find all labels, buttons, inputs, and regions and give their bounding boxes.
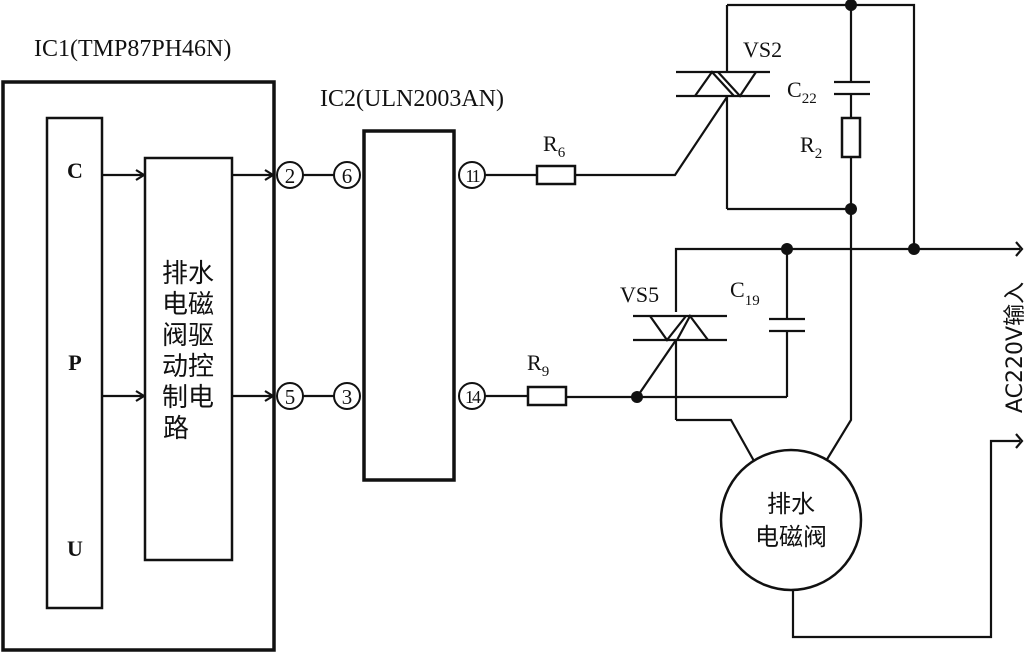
ic1-outer-box: [1, 80, 276, 652]
cpu-letter-u: U: [67, 536, 83, 561]
ac-input-label: AC220V输入: [1003, 282, 1028, 413]
triac-vs5-label: VS5: [620, 282, 659, 307]
wire-middle-rail: [674, 247, 1020, 312]
capacitor-c22-label: C22: [787, 77, 817, 107]
ic2-box: [362, 129, 456, 482]
cpu-letter-c: C: [67, 158, 83, 183]
ic2-pin-6-label: 6: [342, 164, 353, 188]
resistor-r2-label: R2: [800, 132, 822, 162]
valve-label-line-1: 排水: [767, 490, 815, 518]
ic2-label: IC2(ULN2003AN): [320, 86, 504, 112]
driver-text-line-6: 路: [163, 414, 189, 444]
signal-arrows: [102, 169, 276, 402]
driver-control-block: [143, 156, 234, 562]
triac-vs5: [633, 313, 727, 420]
driver-text-line-2: 电磁: [162, 290, 214, 320]
capacitor-c19-label: C19: [730, 277, 760, 309]
wire-vs2-to-valve: [825, 209, 853, 462]
wire-r6-vs2-gate: [575, 96, 728, 177]
wire-valve-return: [791, 439, 1020, 639]
valve-label-line-2: 电磁阀: [755, 523, 827, 551]
ic2-pin-11-label: 11: [465, 166, 479, 186]
driver-text-line-3: 阀驱: [162, 321, 214, 351]
triac-vs2-label: VS2: [743, 37, 782, 62]
ic1-pin-2-label: 2: [285, 164, 296, 188]
resistor-r9-label: R9: [527, 350, 549, 380]
resistor-r9: [526, 385, 568, 407]
wire-top-rail: [727, 3, 916, 249]
junction-dot: [908, 243, 920, 255]
driver-text-line-4: 动控: [162, 352, 214, 382]
ic2-pin-3: [333, 382, 361, 410]
wire-vs5-to-valve: [676, 418, 755, 462]
cpu-block: [45, 116, 104, 610]
driver-text-line-1: 排水: [162, 259, 214, 289]
ic2-pin-6: [333, 161, 361, 189]
resistor-r2: [840, 116, 862, 159]
ic1-label: IC1(TMP87PH46N): [34, 36, 231, 62]
ic2-pin-3-label: 3: [342, 385, 353, 409]
ac-terminal-top: [1015, 241, 1024, 257]
ac-terminal-bottom: [1015, 433, 1024, 449]
drain-solenoid-valve: [719, 448, 863, 592]
triac-vs2: [676, 5, 770, 209]
ic1-pin-5-label: 5: [285, 385, 296, 409]
resistor-r6-label: R6: [543, 131, 566, 161]
cpu-letter-p: P: [68, 350, 81, 375]
driver-text-line-5: 制电: [162, 383, 214, 413]
ic2-pin-14-label: 14: [465, 387, 481, 407]
resistor-r6: [535, 164, 577, 186]
